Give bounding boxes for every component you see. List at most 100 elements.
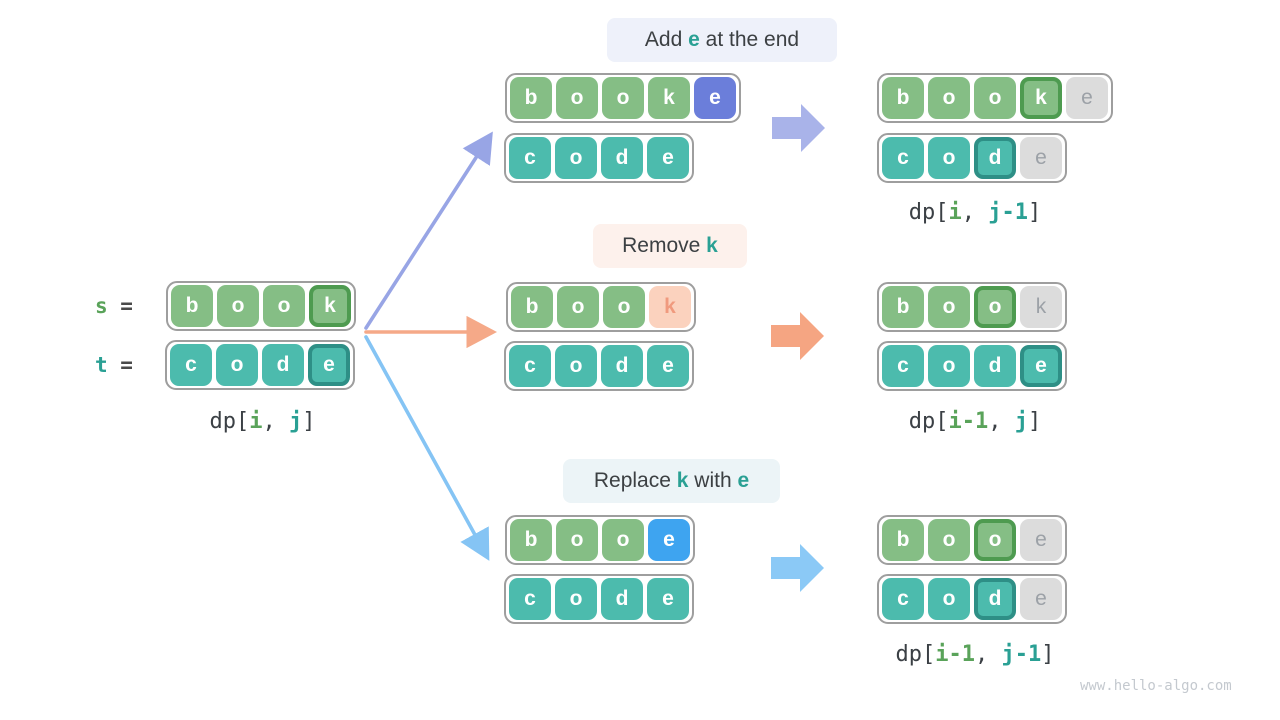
char-cell-o: o: [974, 286, 1016, 328]
char-cell-e: e: [1066, 77, 1108, 119]
char-cell-o: o: [974, 77, 1016, 119]
char-cell-e: e: [308, 344, 350, 386]
char-cell-o: o: [555, 137, 597, 179]
text-part: j-1: [1001, 642, 1042, 667]
char-cell-b: b: [511, 286, 553, 328]
char-cell-e: e: [1020, 578, 1062, 620]
char-cell-e: e: [647, 345, 689, 387]
char-cell-o: o: [928, 77, 970, 119]
char-cell-k: k: [309, 285, 351, 327]
char-cell-d: d: [601, 345, 643, 387]
char-cell-k: k: [1020, 286, 1062, 328]
text-part: =: [107, 294, 133, 318]
char-cell-d: d: [974, 137, 1016, 179]
char-cell-o: o: [556, 77, 598, 119]
char-cell-e: e: [647, 137, 689, 179]
char-cell-e: e: [1020, 519, 1062, 561]
text-part: with: [688, 469, 738, 492]
text-part: i-1: [935, 642, 975, 667]
char-cell-o: o: [928, 286, 970, 328]
char-cell-e: e: [694, 77, 736, 119]
text-part: t: [95, 353, 108, 377]
char-cell-d: d: [974, 345, 1016, 387]
text-part: dp[: [908, 200, 949, 225]
tag-add-at-end: Add e at the end: [607, 18, 837, 62]
label-t-equals: t =: [95, 353, 133, 377]
text-part: ]: [1028, 200, 1042, 225]
text-part: k: [676, 469, 689, 492]
char-cell-e: e: [1020, 137, 1062, 179]
tag-replace: Replace k with e: [563, 459, 780, 503]
char-cell-e: e: [1020, 345, 1062, 387]
text-part: k: [706, 234, 718, 257]
char-cell-c: c: [882, 137, 924, 179]
char-cell-o: o: [263, 285, 305, 327]
char-cell-b: b: [882, 77, 924, 119]
char-cell-b: b: [882, 286, 924, 328]
dp-label-replace: dp[i-1, j-1]: [862, 642, 1088, 667]
char-cell-c: c: [882, 578, 924, 620]
char-cell-e: e: [647, 578, 689, 620]
text-part: Replace: [593, 469, 677, 492]
char-cell-k: k: [649, 286, 691, 328]
char-cell-o: o: [928, 137, 970, 179]
char-cell-o: o: [556, 519, 598, 561]
char-cell-o: o: [974, 519, 1016, 561]
text-part: dp[: [908, 409, 949, 434]
char-cell-o: o: [603, 286, 645, 328]
text-part: ,: [988, 409, 1015, 434]
text-part: j-1: [988, 200, 1028, 225]
char-cell-o: o: [216, 344, 258, 386]
char-cell-c: c: [509, 578, 551, 620]
text-part: e: [737, 469, 750, 492]
char-cell-b: b: [510, 519, 552, 561]
block-arrow-replace: [771, 544, 824, 592]
text-part: s: [95, 294, 108, 318]
text-part: dp[: [209, 409, 250, 434]
text-part: ,: [262, 409, 289, 434]
text-part: e: [688, 28, 700, 51]
text-part: Remove: [622, 234, 707, 257]
char-cell-o: o: [928, 345, 970, 387]
char-cell-k: k: [648, 77, 690, 119]
block-arrow-add: [772, 104, 825, 152]
char-cell-e: e: [648, 519, 690, 561]
char-cell-d: d: [601, 137, 643, 179]
char-cell-d: d: [601, 578, 643, 620]
char-cell-c: c: [882, 345, 924, 387]
dp-label-add: dp[i, j-1]: [867, 200, 1083, 225]
text-part: ]: [1028, 409, 1042, 434]
char-cell-c: c: [509, 137, 551, 179]
char-cell-o: o: [602, 77, 644, 119]
char-cell-c: c: [170, 344, 212, 386]
text-part: Add: [644, 28, 689, 51]
text-part: i-1: [948, 409, 989, 434]
text-part: j: [1014, 409, 1028, 434]
char-cell-d: d: [262, 344, 304, 386]
text-part: dp[: [895, 642, 936, 667]
char-cell-b: b: [171, 285, 213, 327]
text-part: =: [107, 353, 133, 377]
block-arrow-remove: [771, 312, 824, 360]
char-cell-o: o: [928, 519, 970, 561]
text-part: ]: [1041, 642, 1055, 667]
char-cell-k: k: [1020, 77, 1062, 119]
dp-label-source: dp[i, j]: [160, 409, 365, 434]
watermark-url: www.hello-algo.com: [1080, 678, 1232, 694]
